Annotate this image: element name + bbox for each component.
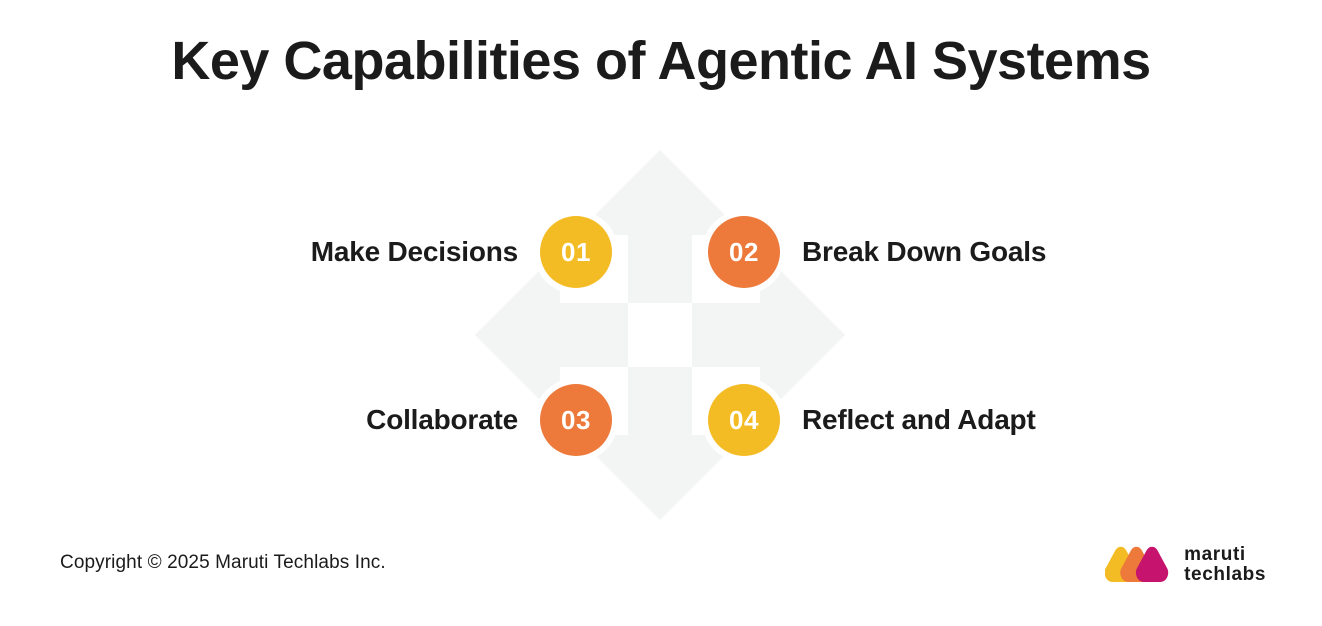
quadrant-label-01: Make Decisions xyxy=(310,236,518,267)
quadrant-badge-03: 03 xyxy=(540,384,612,456)
copyright-text: Copyright © 2025 Maruti Techlabs Inc. xyxy=(60,552,386,573)
quadrant-collaborate[interactable]: Collaborate 03 xyxy=(150,384,612,456)
quadrant-badge-02: 02 xyxy=(708,216,780,288)
quadrant-label-04: Reflect and Adapt xyxy=(802,404,1036,435)
quadrant-reflect-and-adapt[interactable]: 04 Reflect and Adapt xyxy=(708,384,1178,456)
brand-logo-text: maruti techlabs xyxy=(1184,544,1266,586)
maruti-techlabs-logo-icon xyxy=(1105,546,1169,583)
quadrant-label-03: Collaborate xyxy=(366,404,518,435)
brand-logo[interactable]: maruti techlabs xyxy=(1105,544,1266,586)
quadrant-badge-01: 01 xyxy=(540,216,612,288)
page-title: Key Capabilities of Agentic AI Systems xyxy=(171,31,1151,91)
four-way-arrow-icon xyxy=(475,150,845,520)
quadrant-badge-04: 04 xyxy=(708,384,780,456)
quadrant-make-decisions[interactable]: Make Decisions 01 xyxy=(150,216,612,288)
brand-logo-line-1: maruti xyxy=(1184,544,1246,565)
brand-logo-line-2: techlabs xyxy=(1184,564,1266,586)
quadrant-break-down-goals[interactable]: 02 Break Down Goals xyxy=(708,216,1178,288)
quadrant-label-02: Break Down Goals xyxy=(802,236,1047,267)
